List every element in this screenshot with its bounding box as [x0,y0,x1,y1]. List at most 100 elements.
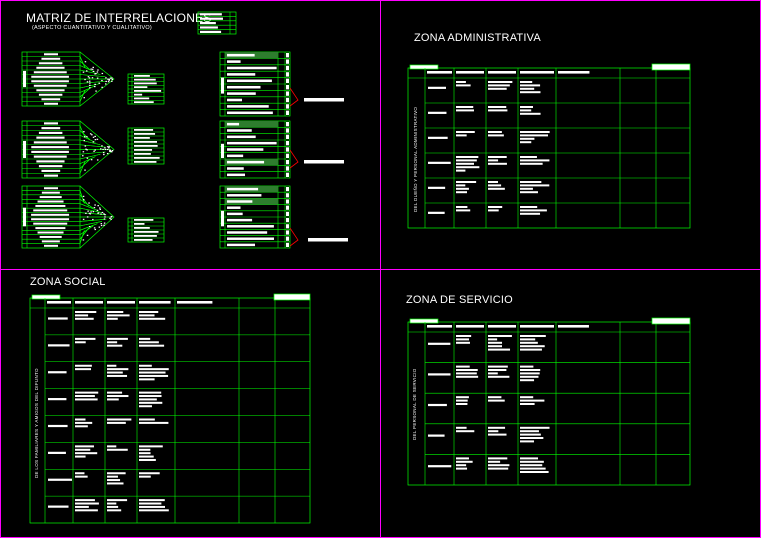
zone-header-box [273,293,311,301]
matrix-dot [94,73,96,75]
text-placeholder [227,66,277,70]
text-placeholder [41,127,61,130]
matrix-diagonal [79,151,106,155]
result-cell [286,59,289,64]
text-placeholder [177,301,213,304]
matrix-dot [109,217,111,219]
text-placeholder [227,73,256,76]
text-placeholder [44,122,58,125]
text-placeholder [428,434,445,437]
matrix-dot [96,71,99,73]
zone-table-frame [29,297,311,524]
matrix-dot [84,169,86,171]
matrix-dot [101,72,104,75]
matrix-dot [100,148,102,150]
text-placeholder [520,181,542,183]
text-placeholder [134,86,148,89]
text-placeholder [488,84,510,87]
matrix-diagonal [79,130,91,141]
text-placeholder [44,244,58,247]
text-placeholder [456,369,478,371]
matrix-diagonal [79,74,106,78]
text-placeholder [107,344,123,347]
text-placeholder [488,426,506,429]
text-placeholder [48,398,67,401]
text-placeholder [488,369,507,371]
text-placeholder [139,405,152,408]
text-placeholder [520,345,545,348]
zone-administrativa-title: ZONA ADMINISTRATIVA [414,32,541,44]
text-placeholder [456,181,477,183]
matrix-diagonal [79,230,85,244]
text-placeholder [134,129,154,131]
result-cell [286,53,289,58]
matrix-dot [93,150,95,152]
result-cell [286,128,289,133]
text-placeholder [139,455,154,458]
text-placeholder [75,314,89,317]
text-placeholder [456,372,477,375]
matrix-diagonal [79,161,86,174]
text-placeholder [134,153,151,155]
matrix-dot [98,226,101,228]
text-placeholder [456,206,468,208]
matrix-dot [111,149,114,152]
interrelation-matrices [21,51,348,249]
matrix-dot [92,136,95,138]
text-placeholder [75,505,89,508]
matrix-dot [93,227,96,229]
text-placeholder [520,338,536,341]
matrix-dot [95,73,97,75]
text-placeholder [44,53,58,56]
matrix-dot [92,211,95,213]
text-placeholder [134,97,150,100]
text-placeholder [107,337,128,340]
matrix-dot [101,211,104,214]
matrix-marker [23,70,26,88]
result-cell [286,72,289,77]
matrix-dot [101,79,103,82]
text-placeholder [44,102,58,105]
text-placeholder [48,317,68,320]
text-placeholder [139,448,151,451]
text-placeholder [134,145,158,147]
text-placeholder [558,71,590,74]
result-cell [286,153,289,158]
text-placeholder [456,341,470,344]
zone-header-box [651,317,691,325]
matrix-dot [99,208,102,210]
text-placeholder [139,502,162,505]
text-placeholder [520,184,550,187]
text-placeholder [48,424,68,428]
matrix-dot [96,77,99,79]
matrix-dot [109,149,111,151]
text-placeholder [488,375,510,378]
matrix-dot [84,61,87,63]
matrix-dot [103,222,106,224]
text-placeholder [75,364,92,367]
text-placeholder [456,184,466,187]
text-placeholder [456,159,477,162]
text-placeholder [134,157,160,159]
highlight-row [225,121,278,128]
matrix-dot [89,133,92,135]
text-placeholder [488,162,507,165]
matrix-dot [100,224,103,227]
zone-header-box [409,64,439,70]
matrix-diagonal [79,156,96,165]
matrix-dot [108,78,111,80]
text-placeholder [227,225,274,228]
text-placeholder [107,499,128,502]
text-placeholder [227,111,273,115]
text-placeholder [139,499,165,502]
legend-frame [197,11,237,35]
text-placeholder [107,505,119,508]
text-placeholder [139,421,169,424]
text-placeholder [227,167,244,170]
text-placeholder [520,137,535,140]
text-placeholder [139,317,166,320]
text-placeholder [488,71,516,74]
matrix-dot [92,70,95,73]
text-placeholder [227,206,241,209]
text-placeholder [456,162,474,165]
